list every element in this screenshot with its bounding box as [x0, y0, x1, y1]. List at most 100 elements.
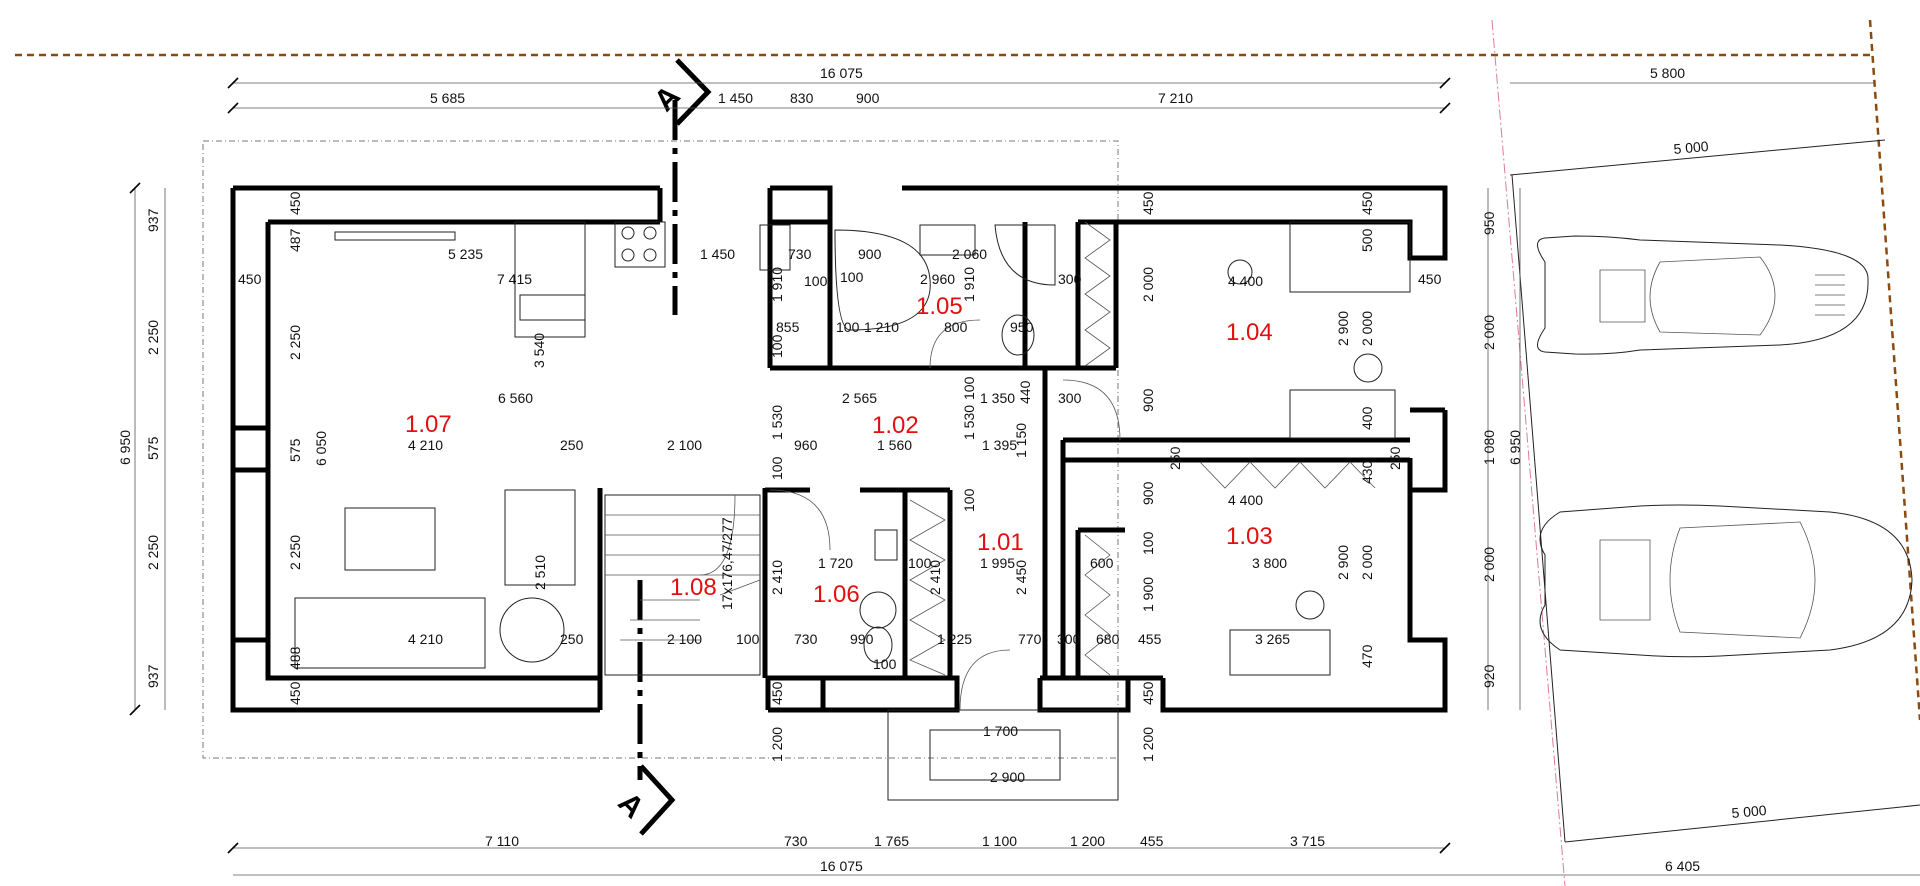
- dim-bottom-1200: 1 200: [1070, 833, 1105, 849]
- dim-i-1530b: 1 530: [961, 405, 977, 440]
- room-label-1-03: 1.03: [1226, 523, 1273, 550]
- dim-i-5235: 5 235: [448, 246, 483, 262]
- dim-left-937-bot: 937: [145, 664, 161, 688]
- dim-g-2000-bot: 2 000: [1481, 547, 1497, 582]
- room-label-1-02: 1.02: [872, 412, 919, 439]
- dim-i-4210a: 4 210: [408, 437, 443, 453]
- roof-outline: [202, 140, 1119, 759]
- dim-i-4400a: 4 400: [1228, 273, 1263, 289]
- dim-i-990: 990: [850, 631, 874, 647]
- dim-i-1900: 1 900: [1140, 577, 1156, 612]
- dim-i-900: 900: [858, 246, 882, 262]
- dim-i-430: 430: [1359, 460, 1375, 484]
- dim-bottom-1765: 1 765: [874, 833, 909, 849]
- door-swings: [769, 319, 1121, 711]
- dim-i-100f: 100: [769, 456, 785, 480]
- dim-i-300a: 300: [1058, 271, 1082, 287]
- dim-g-950: 950: [1481, 211, 1497, 235]
- dim-left-2250-top: 2 250: [145, 320, 161, 355]
- dim-i-100a: 100: [804, 273, 828, 289]
- dim-i-250a: 250: [560, 437, 584, 453]
- dim-i-575: 575: [287, 438, 303, 462]
- dim-garage-bottom-5000: 5 000: [1731, 802, 1768, 821]
- dim-g-2000-top: 2 000: [1481, 315, 1497, 350]
- dim-i-960: 960: [794, 437, 818, 453]
- dim-i-3265: 3 265: [1255, 631, 1290, 647]
- dim-bottom-730: 730: [784, 833, 808, 849]
- dim-garage-top-5000: 5 000: [1673, 138, 1710, 157]
- dim-i-100e: 100: [961, 376, 977, 400]
- dim-i-250v2: 250: [1387, 446, 1403, 470]
- dim-i-2900a: 2 900: [1335, 311, 1351, 346]
- bedroom-furniture: [1227, 221, 1411, 676]
- exterior-walls: [230, 185, 1448, 713]
- dim-i-1700: 1 700: [983, 723, 1018, 739]
- dim-top-1450: 1 450: [718, 90, 753, 106]
- dim-i-1210: 1 210: [864, 319, 899, 335]
- dim-i-2060: 2 060: [952, 246, 987, 262]
- dim-bottom-overall: 16 075: [820, 858, 863, 874]
- dim-top-garage: 5 800: [1650, 65, 1685, 81]
- dim-i-100k: 100: [873, 656, 897, 672]
- dimension-lines: [129, 77, 1920, 876]
- dim-i-680: 680: [1096, 631, 1120, 647]
- garage-bottom-line: [1564, 804, 1920, 843]
- dim-i-2000c: 2 000: [1359, 545, 1375, 580]
- dim-left-2250-bot: 2 250: [145, 535, 161, 570]
- dim-i-500: 500: [1359, 228, 1375, 252]
- dim-i-100j: 100: [736, 631, 760, 647]
- dim-i-470: 470: [1359, 644, 1375, 668]
- dim-top-900: 900: [856, 90, 880, 106]
- dim-i-100i: 100: [908, 555, 932, 571]
- dim-i-2900b: 2 900: [1335, 545, 1351, 580]
- dim-i-450c: 450: [287, 191, 303, 215]
- stair-note: 17x176,47/277: [719, 517, 735, 610]
- dim-i-487: 487: [287, 228, 303, 252]
- dim-i-1200b: 1 200: [1140, 727, 1156, 762]
- dim-left-575: 575: [145, 436, 161, 460]
- dim-i-2000b: 2 000: [1359, 311, 1375, 346]
- dim-i-450h: 450: [1140, 681, 1156, 705]
- dim-i-3800: 3 800: [1252, 555, 1287, 571]
- dim-g-6950: 6 950: [1507, 430, 1523, 465]
- dim-i-2450: 2 450: [1013, 560, 1029, 595]
- dim-i-100b: 100: [840, 269, 864, 285]
- dim-i-1720: 1 720: [818, 555, 853, 571]
- dim-i-100c: 100: [836, 319, 860, 335]
- dim-top-830: 830: [790, 90, 814, 106]
- dim-bottom-3715: 3 715: [1290, 833, 1325, 849]
- dim-i-2100b: 2 100: [667, 631, 702, 647]
- dim-g-1080: 1 080: [1481, 430, 1497, 465]
- living-furniture: [294, 221, 586, 669]
- room-label-1-04: 1.04: [1226, 319, 1273, 346]
- dim-i-100h: 100: [1140, 531, 1156, 555]
- dim-i-4210b: 4 210: [408, 631, 443, 647]
- section-marker-top: A: [648, 79, 687, 118]
- dim-i-300b: 300: [1058, 390, 1082, 406]
- dim-g-920: 920: [1481, 664, 1497, 688]
- dim-i-1450: 1 450: [700, 246, 735, 262]
- dim-i-1910a: 1 910: [769, 267, 785, 302]
- dim-i-2510: 2 510: [532, 555, 548, 590]
- dim-i-100g: 100: [961, 488, 977, 512]
- room-label-1-01: 1.01: [977, 529, 1024, 556]
- wardrobe-zigzag: [909, 221, 1376, 676]
- dim-i-1910b: 1 910: [961, 267, 977, 302]
- garage-left-line: [1511, 174, 1566, 843]
- dim-i-2900c: 2 900: [990, 769, 1025, 785]
- dim-i-440: 440: [1017, 380, 1033, 404]
- dim-i-450a: 450: [238, 271, 262, 287]
- dim-i-250v: 250: [1167, 446, 1183, 470]
- dim-i-488: 488: [287, 646, 303, 670]
- interior-walls: [597, 219, 1410, 678]
- bath-fixtures: [759, 224, 1056, 664]
- dim-i-1995: 1 995: [980, 555, 1015, 571]
- dim-i-600: 600: [1090, 555, 1114, 571]
- dim-i-2410a: 2 410: [769, 560, 785, 595]
- staircase: [604, 494, 761, 676]
- dim-i-450g: 450: [769, 681, 785, 705]
- room-label-1-08: 1.08: [670, 574, 717, 601]
- dim-i-730b: 730: [794, 631, 818, 647]
- dim-i-1560: 1 560: [877, 437, 912, 453]
- dim-i-450b: 450: [1418, 271, 1442, 287]
